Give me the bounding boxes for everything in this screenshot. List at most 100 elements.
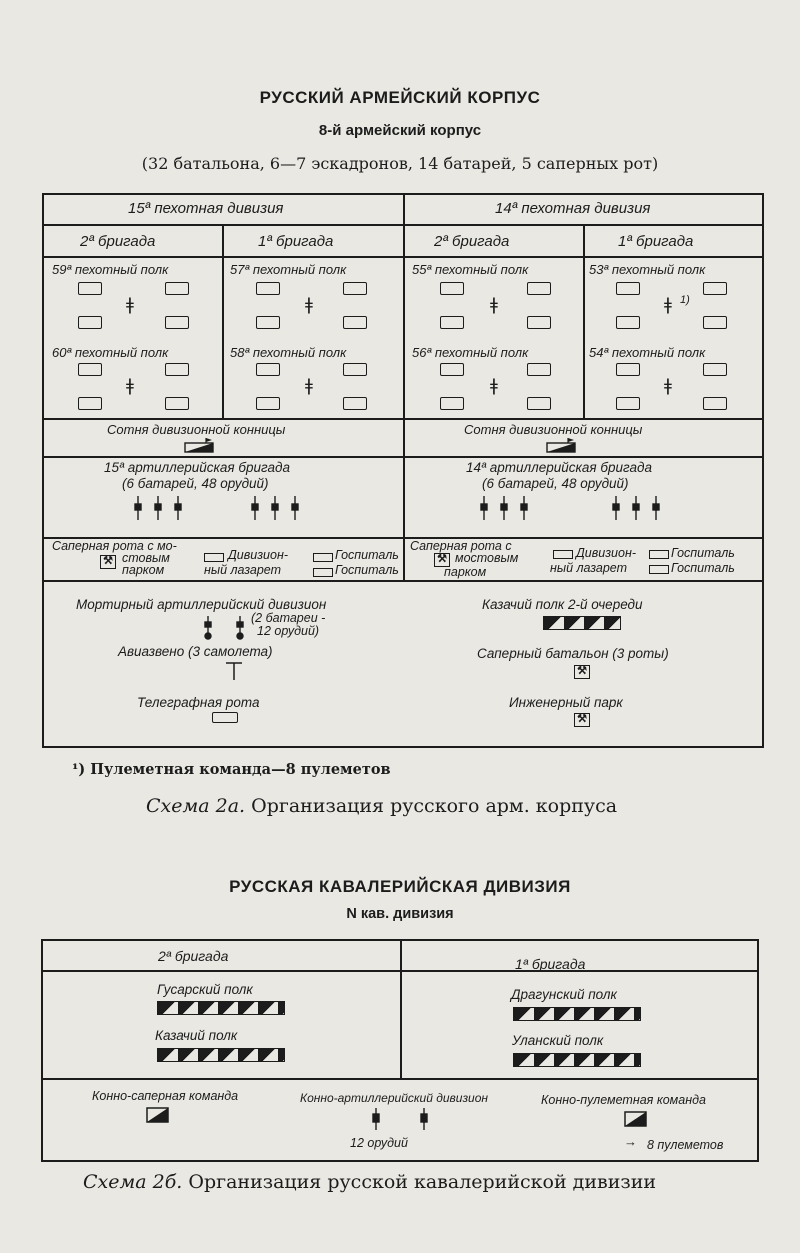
- battalion-icon: [440, 363, 464, 376]
- caption-text: Организация русского арм. корпуса: [251, 795, 618, 817]
- brigade-label: 2ª бригада: [158, 948, 229, 964]
- caption-number: Схема 2а.: [146, 795, 246, 817]
- battalion-icon: [256, 316, 280, 329]
- aircraft-icon: [226, 662, 242, 680]
- artillery-brigade-label: 15ª артиллерийская бригада: [104, 460, 290, 475]
- battalion-icon: [78, 397, 102, 410]
- battalion-icon: [440, 282, 464, 295]
- battalion-icon: [256, 363, 280, 376]
- regiment-hq-icon: ǂ: [664, 295, 672, 315]
- sapper-icon: ⚒: [434, 553, 450, 567]
- corps-subtitle: 8-й армейский корпус: [318, 122, 482, 139]
- sapper-company-label: стовым: [122, 551, 170, 565]
- hospital-icon: [649, 565, 669, 574]
- battalion-icon: [616, 397, 640, 410]
- cavdiv-title: РУССКАЯ КАВАЛЕРИЙСКАЯ ДИВИЗИЯ: [229, 877, 571, 896]
- battalion-icon: [527, 397, 551, 410]
- battalion-icon: [527, 282, 551, 295]
- horse-artillery-icon: [372, 1108, 428, 1130]
- guns-count: 12 орудий: [350, 1136, 408, 1150]
- regiment-label: 54ª пехотный полк: [589, 345, 706, 360]
- regiment-hq-icon: ǂ: [305, 295, 313, 315]
- regiment-hq-icon: ǂ: [126, 376, 134, 396]
- hospital-label: Госпиталь: [335, 563, 399, 577]
- cavalry-sotnia-label: Сотня дивизионной конницы: [107, 422, 286, 437]
- battalion-icon: [616, 363, 640, 376]
- horse-mg-icon: [624, 1111, 647, 1127]
- battalion-icon: [165, 316, 189, 329]
- regiment-label: 58ª пехотный полк: [230, 345, 347, 360]
- regiment-hq-icon: ǂ: [664, 376, 672, 396]
- mortar-division-note: (2 батареи -: [251, 611, 326, 625]
- hussar-regiment-label: Гусарский полк: [157, 982, 253, 997]
- machine-gun-icon: →: [624, 1134, 637, 1149]
- cossack-regiment-label: Казачий полк: [155, 1028, 238, 1043]
- telegraph-company-icon: [212, 712, 238, 723]
- battalion-icon: [703, 363, 727, 376]
- cossack-regiment-icon: [543, 616, 621, 630]
- lazaret-label: ный лазарет: [204, 563, 282, 577]
- col-divider: [222, 224, 224, 418]
- horse-artillery-label: Конно-артиллерийский дивизион: [300, 1091, 488, 1105]
- regiment-hq-icon: ǂ: [490, 376, 498, 396]
- regiment-hq-icon: ǂ: [490, 295, 498, 315]
- battalion-icon: [256, 397, 280, 410]
- artillery-brigade-note: (6 батарей, 48 орудий): [122, 476, 269, 491]
- telegraph-company-label: Телеграфная рота: [137, 695, 260, 710]
- regiment-label: 55ª пехотный полк: [412, 262, 529, 277]
- battalion-icon: [343, 397, 367, 410]
- cavalry-icon: [184, 438, 214, 453]
- battalion-icon: [78, 282, 102, 295]
- lazaret-icon: [553, 550, 573, 559]
- battalion-icon: [165, 282, 189, 295]
- sapper-company-label: Саперная рота с: [410, 539, 512, 553]
- battalion-icon: [703, 282, 727, 295]
- cavalry-sotnia-label: Сотня дивизионной конницы: [464, 422, 643, 437]
- hospital-label: Госпиталь: [671, 561, 735, 575]
- engineer-park-label: Инженерный парк: [509, 695, 623, 710]
- uhlan-regiment-label: Уланский полк: [512, 1033, 604, 1048]
- cavdiv-subtitle: N кав. дивизия: [346, 906, 454, 922]
- lazaret-label: Дивизион-: [228, 548, 288, 562]
- caption-text: Организация русской кавалерийской дивизи…: [188, 1171, 657, 1193]
- regiment-label: 59ª пехотный полк: [52, 262, 169, 277]
- caption-number: Схема 2б.: [83, 1171, 183, 1193]
- col-divider: [403, 193, 405, 580]
- brigade-label: 2ª бригада: [80, 233, 156, 250]
- dragoon-regiment-label: Драгунский полк: [511, 987, 617, 1002]
- figure-caption-2a: Схема 2а. Организация русского арм. корп…: [146, 795, 617, 817]
- col-divider: [583, 224, 585, 418]
- battalion-icon: [78, 363, 102, 376]
- regiment-hq-icon: ǂ: [305, 376, 313, 396]
- col-divider: [400, 939, 402, 1078]
- corps-title: РУССКИЙ АРМЕЙСКИЙ КОРПУС: [259, 88, 541, 107]
- cossack-regiment-icon: [157, 1048, 285, 1062]
- battalion-icon: [616, 316, 640, 329]
- lazaret-icon: [204, 553, 224, 562]
- battalion-icon: [343, 316, 367, 329]
- brigade-label: 2ª бригада: [434, 233, 510, 250]
- artillery-brigade-note: (6 батарей, 48 орудий): [482, 476, 629, 491]
- lazaret-label: Дивизион-: [576, 546, 636, 560]
- hospital-icon: [649, 550, 669, 559]
- battalion-icon: [165, 397, 189, 410]
- dragoon-regiment-icon: [513, 1007, 641, 1021]
- battalion-icon: [703, 397, 727, 410]
- sapper-company-label: Саперная рота с мо-: [52, 539, 177, 553]
- hospital-label: Госпиталь: [335, 548, 399, 562]
- sapper-icon: ⚒: [100, 555, 116, 569]
- brigade-label: 1ª бригада: [515, 956, 586, 972]
- battalion-icon: [165, 363, 189, 376]
- regiment-label: 57ª пехотный полк: [230, 262, 347, 277]
- hussar-regiment-icon: [157, 1001, 285, 1015]
- battalion-icon: [440, 316, 464, 329]
- row-divider: [42, 580, 764, 582]
- battalion-icon: [256, 282, 280, 295]
- regiment-label: 53ª пехотный полк: [589, 262, 706, 277]
- horse-sapper-label: Конно-саперная команда: [92, 1089, 239, 1103]
- battalion-icon: [527, 316, 551, 329]
- hospital-icon: [313, 553, 333, 562]
- mortar-division-label: Мортирный артиллерийский дивизион: [76, 597, 327, 612]
- figure-caption-2b: Схема 2б. Организация русской кавалерийс…: [83, 1171, 656, 1193]
- mg-count: 8 пулеметов: [647, 1138, 724, 1152]
